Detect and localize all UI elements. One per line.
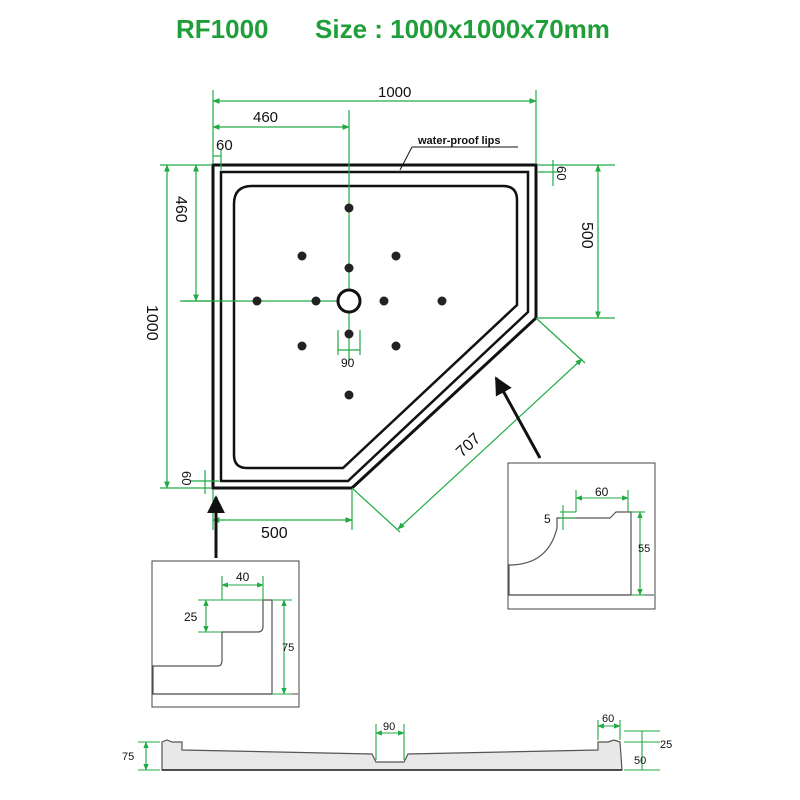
- drain-hole: [344, 390, 354, 400]
- size-title: Size : 1000x1000x70mm: [315, 14, 610, 44]
- dim-diagonal: 707: [453, 430, 484, 461]
- drain-hole: [297, 341, 307, 351]
- drain-hole: [311, 296, 321, 306]
- detail-left-step: 25: [184, 610, 198, 624]
- model-title: RF1000: [176, 14, 269, 44]
- drain-hole: [379, 296, 389, 306]
- section-lip: 25: [660, 739, 672, 751]
- drain-hole: [344, 263, 354, 273]
- drain-hole: [344, 203, 354, 213]
- drain-hole: [297, 251, 307, 261]
- section-rim: 60: [602, 713, 614, 725]
- tray-rim-line: [219, 170, 530, 483]
- detail-right-rim: 60: [595, 485, 609, 499]
- dim-rim-top: 60: [216, 137, 233, 154]
- detail-right-height: 55: [638, 543, 650, 555]
- detail-right-lip: 5: [544, 512, 551, 526]
- section-drain: 90: [383, 721, 395, 733]
- dim-half-height: 460: [172, 196, 189, 223]
- section-base: 50: [634, 755, 646, 767]
- detail-left-rim: 40: [236, 570, 250, 584]
- lip-note: water-proof lips: [417, 135, 501, 147]
- drain-hole: [437, 296, 447, 306]
- tray-basin: [232, 184, 519, 470]
- detail-pointers: [207, 376, 542, 558]
- drain-hole: [252, 296, 262, 306]
- detail-right: 60 5 55: [507, 462, 656, 610]
- drain-hole: [344, 329, 354, 339]
- dim-rim-bottom: 60: [179, 471, 194, 485]
- dim-half-width: 460: [253, 109, 278, 126]
- detail-left-height: 75: [282, 642, 294, 654]
- dim-height: 1000: [143, 305, 160, 341]
- section-height: 75: [122, 751, 134, 763]
- cross-section: 75 90 60 25 50: [122, 713, 672, 771]
- dim-bottom-side: 500: [261, 525, 288, 542]
- drain-holes: [252, 203, 447, 400]
- dim-width: 1000: [378, 84, 411, 101]
- dim-drain-diameter: 90: [341, 356, 355, 370]
- dimension-lines: [160, 90, 615, 533]
- drain-hole: [391, 251, 401, 261]
- drain-hole: [336, 288, 362, 314]
- drain-hole: [391, 341, 401, 351]
- center-lines: [183, 110, 350, 362]
- title-bar: RF1000 Size : 1000x1000x70mm: [0, 14, 800, 50]
- tray-plan: [211, 163, 538, 490]
- dim-right-side: 500: [578, 222, 595, 249]
- dim-rim-top-right: 60: [554, 166, 569, 180]
- detail-left: 40 25 75: [151, 560, 300, 708]
- lip-leader: [399, 146, 518, 171]
